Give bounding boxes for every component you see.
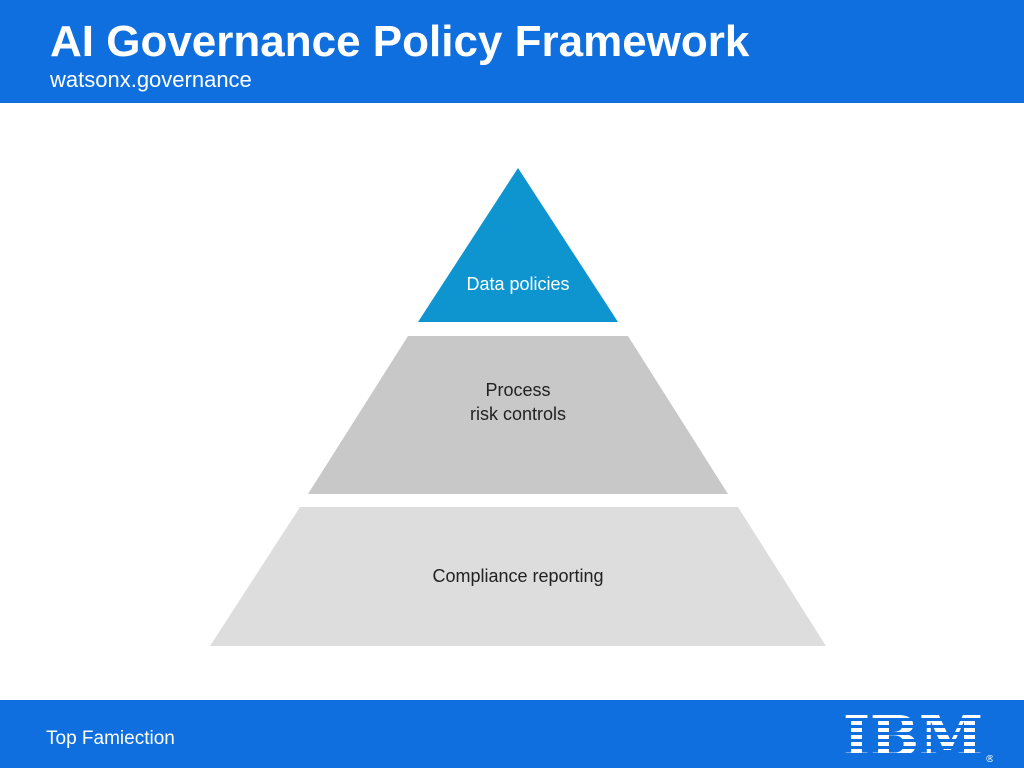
header-bar: AI Governance Policy Framework watsonx.g… (0, 0, 1024, 103)
pyramid-tier-top (418, 168, 618, 322)
page-subtitle: watsonx.governance (50, 67, 252, 92)
page-title: AI Governance Policy Framework (50, 17, 750, 66)
footer-bar: Top Famiection IBM ® (0, 700, 1024, 768)
tier-label-compliance-reporting: Compliance reporting (432, 566, 603, 586)
tier-label-risk-controls: risk controls (470, 404, 566, 424)
svg-text:®: ® (985, 754, 993, 764)
tier-label-data-policies: Data policies (466, 274, 569, 294)
tier-label-process: Process (485, 380, 550, 400)
ibm-logo-icon: IBM ® (843, 706, 993, 764)
pyramid-tier-middle (308, 336, 728, 494)
pyramid-tier-bottom (210, 507, 826, 646)
pyramid-diagram: Data policies Process risk controls Comp… (210, 168, 826, 646)
footer-text: Top Famiection (46, 728, 175, 749)
